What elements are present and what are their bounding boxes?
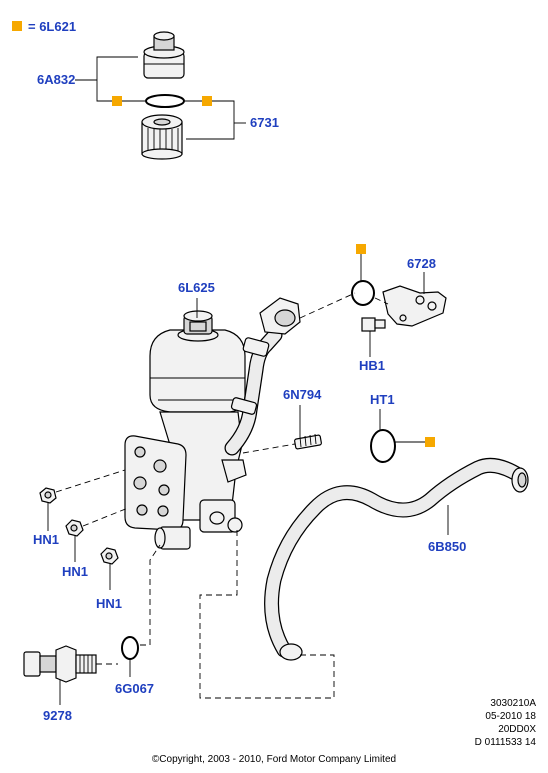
callout-6b850[interactable]: 6B850 (428, 539, 466, 554)
marker-pipe-o-ring (425, 437, 435, 447)
marker-bracket-o-ring (356, 244, 366, 254)
ref-line-1: 3030210A (490, 698, 536, 709)
callout-6g067[interactable]: 6G067 (115, 681, 154, 696)
breather-pipe-drawing (224, 297, 301, 456)
bracket-drawing (382, 285, 447, 327)
bracket-bolt-drawing (361, 317, 386, 332)
sensor-seal-ring (121, 636, 139, 660)
marker-cap-o-ring-left (112, 96, 122, 106)
legend-marker (12, 21, 22, 31)
pipe-o-ring (370, 429, 396, 463)
ref-line-4: D 0111533 14 (475, 737, 537, 748)
callout-6l625[interactable]: 6L625 (178, 280, 215, 295)
oil-pressure-sensor-drawing (23, 645, 97, 683)
stud-drawing (294, 433, 322, 450)
marker-cap-o-ring-right (202, 96, 212, 106)
coolant-hose-drawing (264, 457, 529, 661)
callout-hb1[interactable]: HB1 (359, 358, 385, 373)
oil-filter-element-drawing (141, 114, 183, 160)
copyright: ©Copyright, 2003 - 2010, Ford Motor Comp… (152, 754, 396, 765)
ref-line-3: 20DD0X (498, 724, 536, 735)
callout-6728[interactable]: 6728 (407, 256, 436, 271)
callout-9278[interactable]: 9278 (43, 708, 72, 723)
bracket-o-ring (351, 280, 375, 306)
filter-cap-o-ring (145, 94, 185, 108)
nut-hn1-b-drawing (65, 519, 84, 537)
callout-hn1-a[interactable]: HN1 (33, 532, 59, 547)
nut-hn1-c-drawing (100, 547, 119, 565)
callout-ht1[interactable]: HT1 (370, 392, 395, 407)
nut-hn1-a-drawing (39, 487, 57, 504)
ref-line-2: 05-2010 18 (485, 711, 536, 722)
callout-hn1-b[interactable]: HN1 (62, 564, 88, 579)
legend-text: = 6L621 (28, 19, 76, 34)
oil-filter-cap-drawing (143, 31, 185, 79)
filter-housing-drawing (124, 310, 247, 550)
callout-hn1-c[interactable]: HN1 (96, 596, 122, 611)
callout-6n794[interactable]: 6N794 (283, 387, 322, 402)
callout-6731[interactable]: 6731 (250, 115, 279, 130)
callout-6a832[interactable]: 6A832 (37, 72, 75, 87)
